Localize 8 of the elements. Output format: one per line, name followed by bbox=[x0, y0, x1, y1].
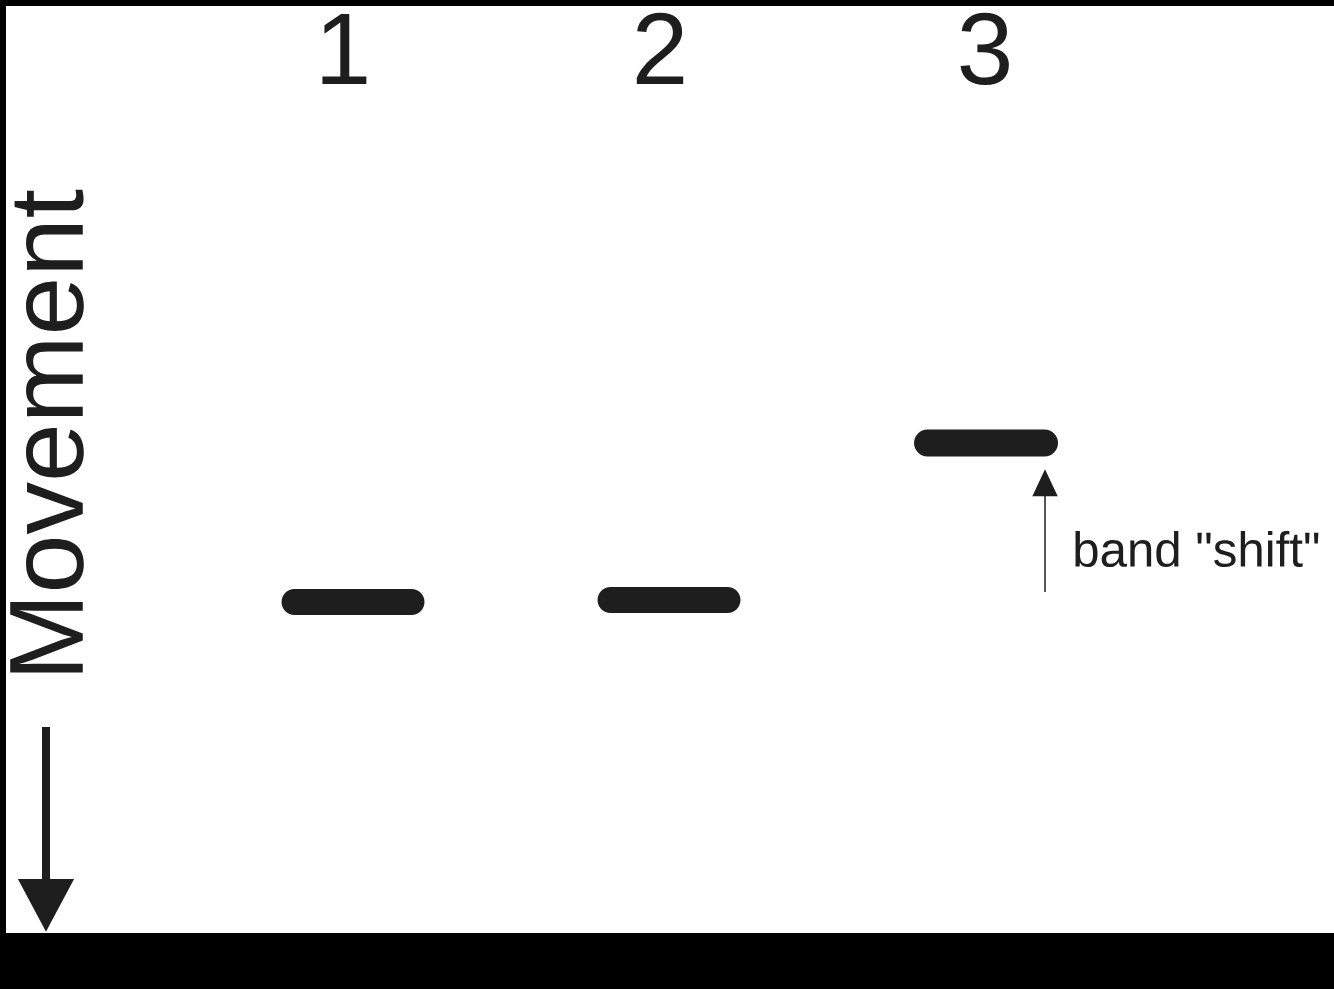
gel-band bbox=[281, 589, 425, 615]
axis-label: Movement bbox=[10, 189, 84, 673]
lane-number: 2 bbox=[636, 12, 684, 84]
gel-band bbox=[914, 429, 1058, 457]
gel-band bbox=[597, 587, 741, 613]
edge-label: band "shift" bbox=[1068, 527, 1325, 571]
lane-number: 3 bbox=[960, 12, 1009, 85]
lane-number: 1 bbox=[322, 13, 367, 84]
